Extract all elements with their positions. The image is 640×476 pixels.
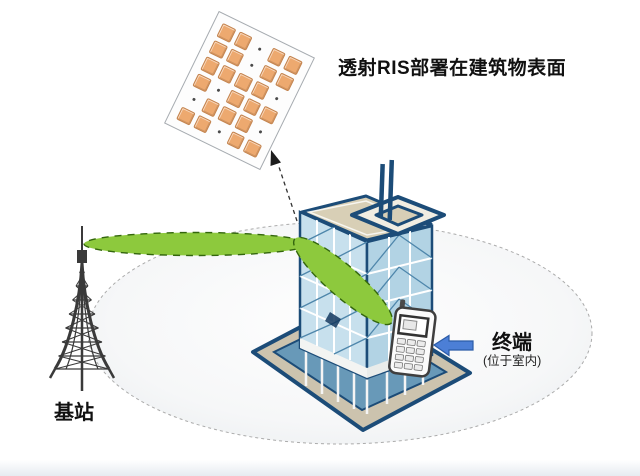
ris-element <box>242 138 263 159</box>
signal-beam-refracted <box>292 236 394 326</box>
base-station-label: 基站 <box>54 402 94 424</box>
ris-element <box>258 63 279 84</box>
ris-element <box>242 97 262 117</box>
base-station-tower-icon <box>48 226 116 391</box>
ris-element <box>217 64 237 84</box>
signal-beam-horizontal <box>83 231 309 257</box>
ris-element <box>176 106 196 126</box>
ris-element <box>192 114 213 134</box>
roof-antenna-mast <box>387 159 395 221</box>
ris-element <box>200 97 221 117</box>
ris-element <box>266 47 287 67</box>
terminal-pointer-arrow-icon <box>432 334 474 357</box>
ris-element <box>250 80 271 101</box>
ris-dot <box>242 56 261 75</box>
ris-element <box>216 22 237 43</box>
ris-element <box>259 105 279 125</box>
ris-element <box>200 56 220 76</box>
ris-element <box>234 113 254 134</box>
terminal-phone-icon <box>388 299 437 378</box>
roof-antenna-mast <box>378 163 385 219</box>
ris-element <box>225 47 245 68</box>
ris-element <box>208 39 228 59</box>
ris-dot <box>267 89 286 108</box>
ris-element <box>192 72 212 93</box>
ris-element <box>283 55 303 75</box>
ris-element <box>275 72 295 92</box>
ris-element <box>225 89 246 109</box>
ris-dot <box>251 122 270 141</box>
bottom-fade <box>0 460 640 476</box>
ris-element <box>233 31 253 51</box>
ris-element <box>233 72 254 92</box>
building-pilotis <box>304 347 425 414</box>
ris-dot <box>250 39 269 58</box>
ris-dot <box>209 122 228 141</box>
terminal-label: 终端 <box>492 332 532 354</box>
ris-element <box>226 130 246 150</box>
ris-caption: 透射RIS部署在建筑物表面 <box>338 58 567 79</box>
ris-dot <box>209 81 228 100</box>
ris-element <box>217 105 238 126</box>
ris-dot <box>184 89 203 108</box>
terminal-location-label: (位于室内) <box>483 354 542 368</box>
ris-pointer-arrow <box>270 150 298 222</box>
